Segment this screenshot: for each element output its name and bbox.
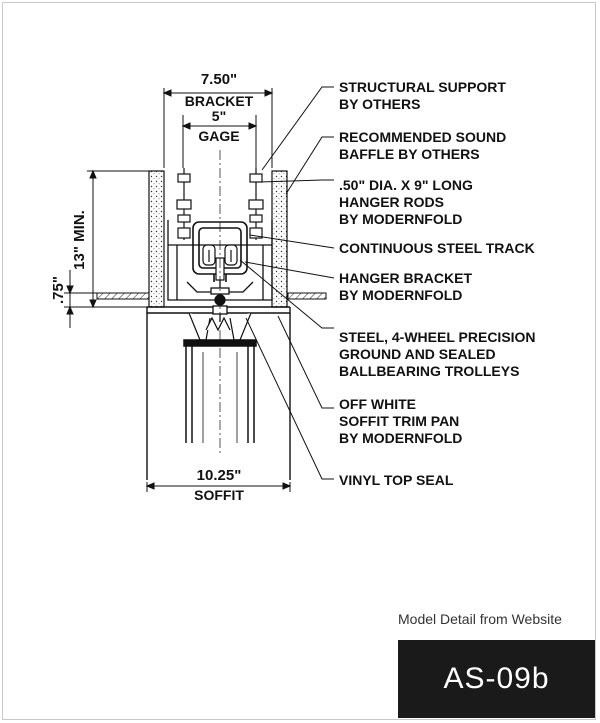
callout-line: STEEL, 4-WHEEL PRECISION	[339, 329, 536, 345]
callout-hanger-bracket: HANGER BRACKET BY MODERNFOLD	[339, 270, 472, 303]
callout-line: BY MODERNFOLD	[339, 287, 462, 303]
offset-label: .75"	[50, 276, 67, 304]
model-code: AS-09b	[443, 662, 550, 695]
sound-baffle	[148, 170, 288, 308]
callout-line: HANGER RODS	[339, 194, 444, 210]
callout-line: STRUCTURAL SUPPORT	[339, 79, 506, 95]
bracket-label: BRACKET	[185, 93, 254, 109]
callout-line: BALLBEARING TROLLEYS	[339, 363, 519, 379]
min-height-label: 13" MIN.	[71, 210, 88, 270]
callout-soffit-trim-pan: OFF WHITE SOFFIT TRIM PAN BY MODERNFOLD	[339, 396, 462, 446]
callout-line: OFF WHITE	[339, 396, 416, 412]
offset-dimension	[64, 270, 100, 328]
gage-width-label: 5"	[212, 108, 226, 124]
callout-line: BY MODERNFOLD	[339, 430, 462, 446]
callout-hanger-rods: .50" DIA. X 9" LONG HANGER RODS BY MODER…	[339, 177, 473, 227]
callout-structural-support: STRUCTURAL SUPPORT BY OTHERS	[339, 79, 506, 112]
trolley-wheels	[202, 244, 238, 281]
soffit-trim-pan	[146, 306, 291, 480]
callout-trolleys: STEEL, 4-WHEEL PRECISION GROUND AND SEAL…	[339, 329, 536, 379]
callout-line: BAFFLE BY OTHERS	[339, 146, 480, 162]
callout-line: GROUND AND SEALED	[339, 346, 496, 362]
callout-line: RECOMMENDED SOUND	[339, 129, 506, 145]
callout-line: .50" DIA. X 9" LONG	[339, 177, 473, 193]
callout-sound-baffle: RECOMMENDED SOUND BAFFLE BY OTHERS	[339, 129, 506, 162]
callout-line: HANGER BRACKET	[339, 270, 472, 286]
vinyl-top-seal	[188, 312, 252, 341]
callout-line: BY MODERNFOLD	[339, 211, 462, 227]
callout-line: BY OTHERS	[339, 96, 420, 112]
callout-vinyl-top-seal: VINYL TOP SEAL	[339, 472, 454, 488]
soffit-dimension	[145, 482, 292, 492]
model-caption: Model Detail from Website	[398, 611, 562, 627]
leader-lines	[239, 86, 335, 480]
gage-label: GAGE	[198, 128, 239, 144]
soffit-label: SOFFIT	[194, 487, 244, 503]
callout-line: SOFFIT TRIM PAN	[339, 413, 459, 429]
soffit-width-label: 10.25"	[197, 467, 242, 484]
callout-steel-track: CONTINUOUS STEEL TRACK	[339, 240, 535, 256]
bracket-width-label: 7.50"	[201, 71, 237, 88]
callout-line: VINYL TOP SEAL	[339, 472, 454, 488]
model-code-badge: AS-09b	[398, 640, 595, 718]
min-height-dimension	[87, 169, 150, 309]
gage-dimension	[181, 115, 258, 168]
callout-line: CONTINUOUS STEEL TRACK	[339, 240, 535, 256]
hanger-rods	[176, 168, 264, 240]
bracket-dimension	[162, 88, 274, 168]
